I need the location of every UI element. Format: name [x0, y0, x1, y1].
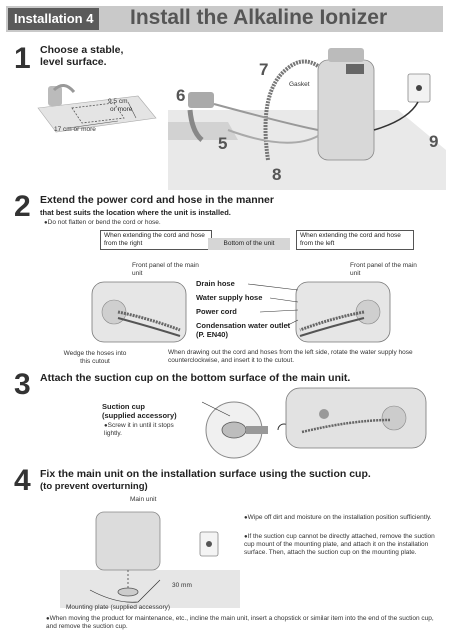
depth-label-1: 9.5 cm	[108, 98, 128, 105]
step3-bullet: Screw it in until it stops lightly.	[104, 422, 176, 438]
step1-title-line2: level surface.	[40, 56, 107, 68]
bottom-unit-left-illustration	[295, 281, 391, 343]
step1-surface-illustration	[37, 84, 157, 133]
step3-number: 3	[14, 368, 31, 401]
label-leader-lines	[247, 283, 299, 327]
drain-hose-label: Drain hose	[196, 279, 235, 288]
front-panel-left: Front panel of the main unit	[132, 262, 199, 277]
box-right: When extending the cord and hose from th…	[100, 230, 212, 250]
page-title: Install the Alkaline Ionizer	[130, 6, 388, 29]
step1-title-line1: Choose a stable,	[40, 44, 124, 56]
width-label: 17 cm or more	[54, 126, 96, 133]
callout-9: 9	[429, 132, 439, 151]
box-bottom: Bottom of the unit	[208, 238, 290, 250]
gasket-label: Gasket	[289, 81, 310, 88]
step1-number: 1	[14, 42, 31, 75]
suction-cup-accessory-label: (supplied accessory)	[102, 411, 177, 420]
step2-bullet: Do not flatten or bend the cord or hose.	[44, 219, 161, 227]
step3-title: Attach the suction cup on the bottom sur…	[40, 372, 351, 384]
callout-6: 6	[176, 86, 186, 105]
step2-number: 2	[14, 190, 31, 223]
step4-subtitle: (to prevent overturning)	[40, 481, 148, 492]
main-unit-label: Main unit	[130, 496, 157, 503]
mounting-plate-label: Mounting plate (supplied accessory)	[66, 604, 171, 611]
step1-installation-illustration	[168, 48, 446, 190]
step2-subtitle: that best suits the location where the u…	[40, 208, 231, 217]
main-unit-bottom-illustration	[285, 387, 427, 449]
dim-30mm: 30 mm	[172, 582, 192, 589]
step4-bullet-2: If the suction cup cannot be directly at…	[244, 533, 440, 557]
front-panel-right: Front panel of the main unit	[350, 262, 417, 277]
step2-title: Extend the power cord and hose in the ma…	[40, 194, 274, 206]
power-cord-label: Power cord	[196, 307, 237, 316]
suction-cup-illustration	[202, 401, 291, 459]
left-side-note: When drawing out the cord and hoses from…	[168, 349, 413, 364]
callout-7: 7	[259, 60, 269, 79]
wedge-note: Wedge the hoses into this cutout	[63, 350, 127, 365]
callout-5: 5	[218, 134, 228, 153]
suction-cup-label: Suction cup	[102, 402, 145, 411]
condensation-outlet-label: Condensation water outlet (P. EN40)	[196, 321, 291, 339]
step4-number: 4	[14, 464, 31, 497]
callout-8: 8	[272, 165, 282, 184]
box-left: When extending the cord and hose from th…	[296, 230, 414, 250]
installation-tag: Installation 4	[8, 8, 100, 30]
depth-label-2: or more	[110, 106, 133, 113]
step4-bullet-1: Wipe off dirt and moisture on the instal…	[244, 514, 440, 522]
water-supply-hose-label: Water supply hose	[196, 293, 263, 302]
step4-title: Fix the main unit on the installation su…	[40, 468, 371, 480]
step4-mounting-illustration	[60, 511, 240, 608]
bottom-unit-right-illustration	[91, 281, 187, 343]
footer-note: When moving the product for maintenance,…	[46, 615, 436, 631]
